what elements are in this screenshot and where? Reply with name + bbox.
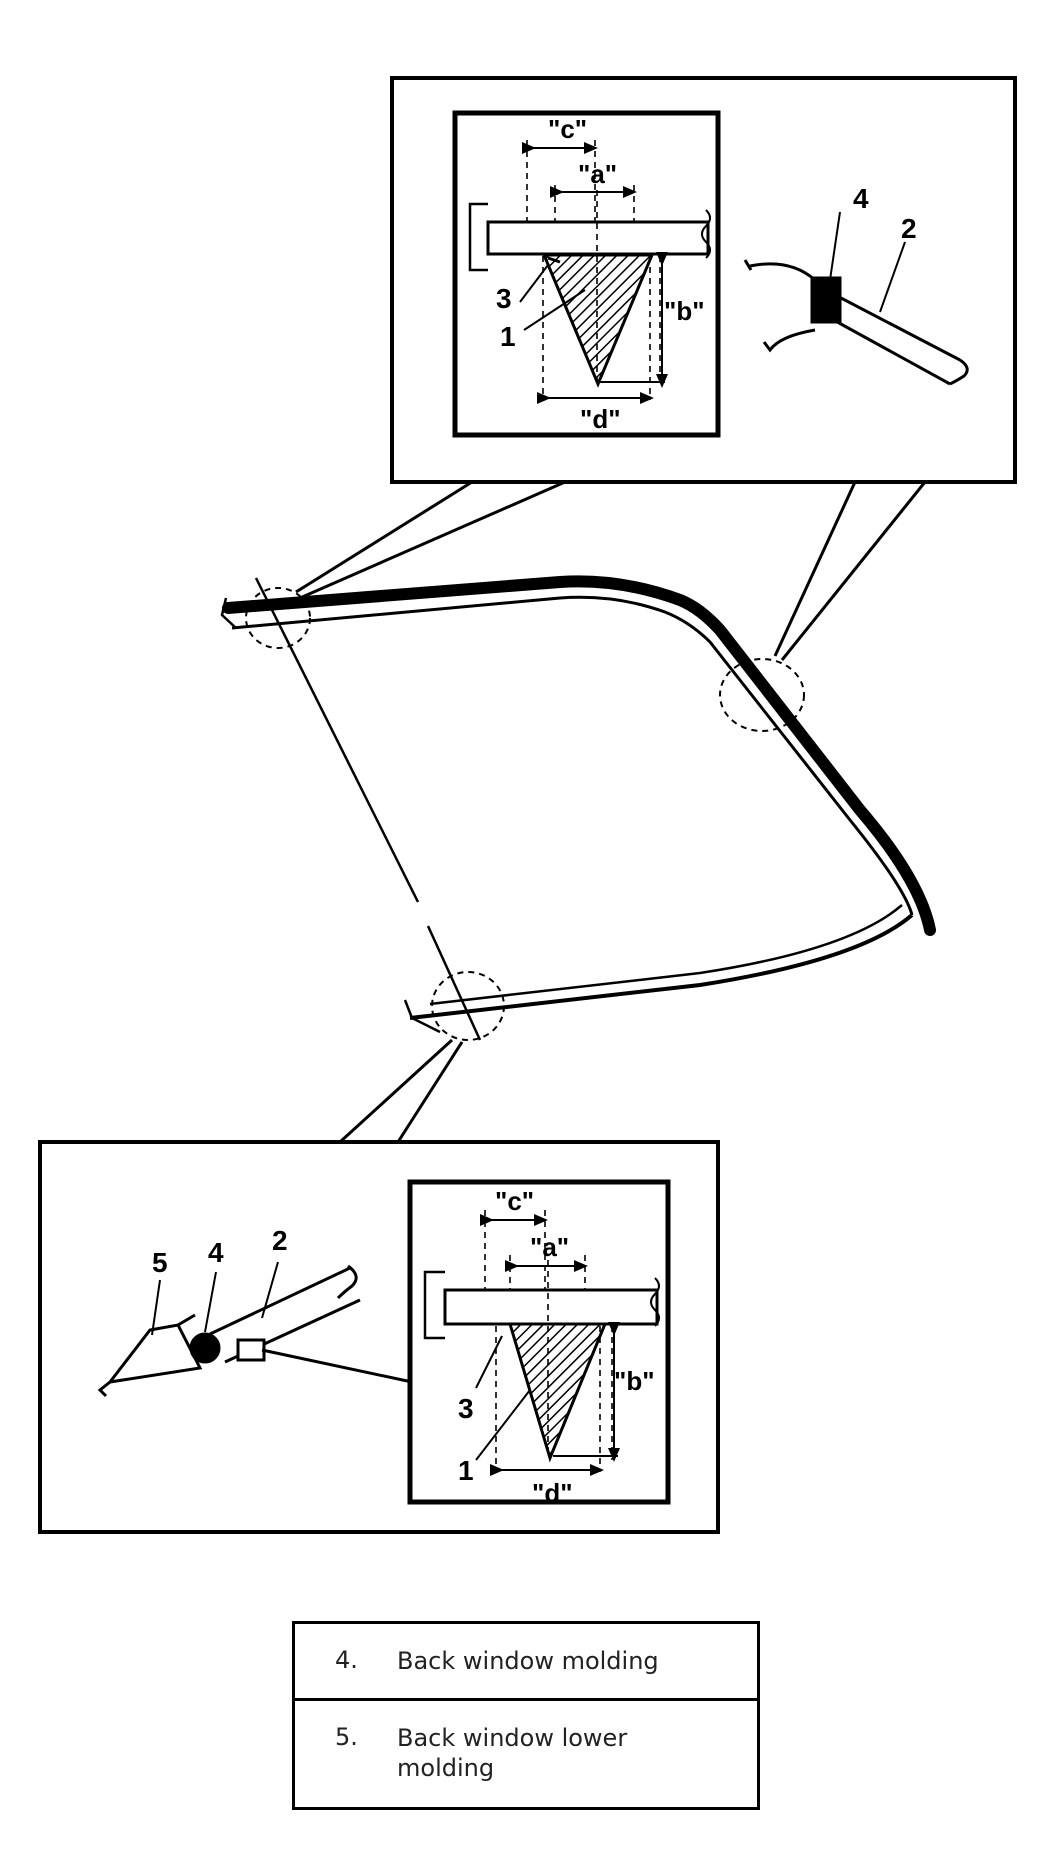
upper-detail-box: "c" "a" "b" "d" 1 3 4 2 (390, 76, 1017, 484)
legend-item-number: 5. (335, 1723, 358, 1751)
legend-cell: 4. Back window molding (292, 1621, 760, 1701)
parts-legend-table: 4. Back window molding 5. Back window lowe… (292, 1621, 760, 1810)
lower-callout-1: 1 (458, 1455, 474, 1486)
legend-row: 4. Back window molding (292, 1621, 760, 1701)
upper-callout-4: 4 (853, 183, 869, 214)
upper-dim-c: "c" (548, 114, 587, 144)
lower-callout-4: 4 (208, 1237, 224, 1268)
legend-item-text: Back window lower molding (397, 1724, 628, 1782)
legend-row: 5. Back window lower molding (292, 1698, 760, 1810)
legend-item-text: Back window molding (397, 1647, 659, 1675)
upper-callout-1: 1 (500, 321, 516, 352)
upper-dim-d: "d" (580, 404, 621, 434)
lower-dim-a: "a" (530, 1232, 569, 1262)
lower-dim-d: "d" (532, 1478, 573, 1508)
back-window-glass (220, 575, 936, 1041)
detail-circle-upper-left (245, 587, 311, 649)
lower-detail-box: "c" "a" "b" "d" 1 3 5 4 2 (38, 1140, 720, 1534)
detail-circle-upper-right (719, 658, 805, 732)
upper-molding-sketch (743, 259, 969, 386)
lower-callout-3: 3 (458, 1393, 474, 1424)
lower-callout-5: 5 (152, 1247, 168, 1278)
legend-item-number: 4. (335, 1646, 358, 1674)
upper-dim-b: "b" (664, 296, 705, 326)
upper-callout-2: 2 (901, 213, 917, 244)
lower-dim-c: "c" (495, 1186, 534, 1216)
adhesive-bead (541, 253, 655, 388)
upper-callout-3: 3 (496, 283, 512, 314)
upper-dim-a: "a" (578, 159, 617, 189)
detail-circle-lower (431, 971, 505, 1041)
lower-dim-b: "b" (614, 1366, 655, 1396)
lower-callout-2: 2 (272, 1225, 288, 1256)
lower-molding-sketch (97, 1264, 413, 1398)
detail-leader-lines (295, 480, 927, 1144)
detail-circles (245, 587, 805, 1041)
legend-cell: 5. Back window lower molding (292, 1698, 760, 1810)
